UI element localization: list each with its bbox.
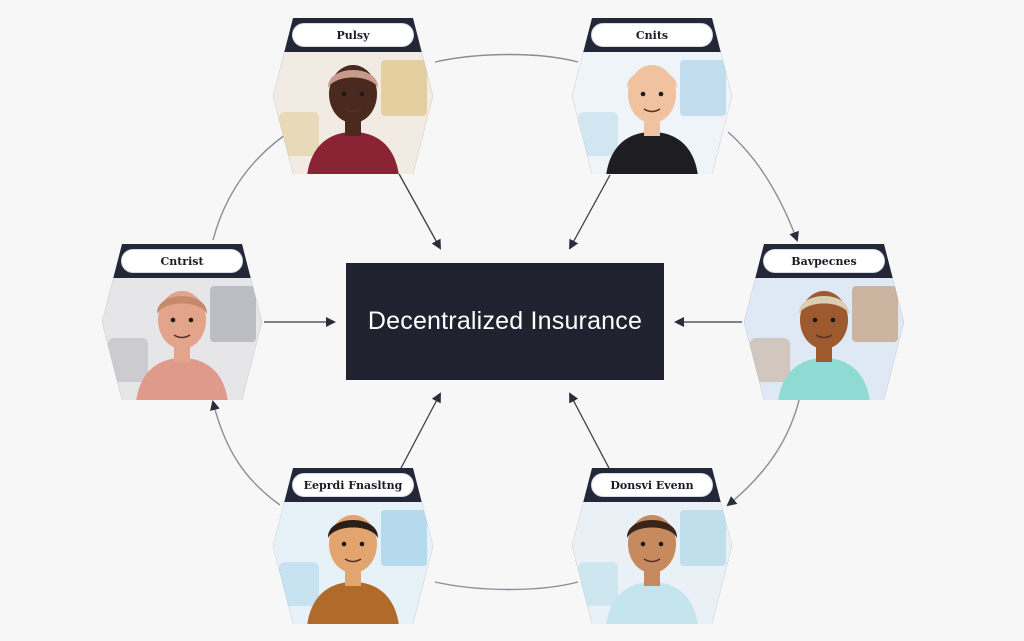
scene-chair	[750, 338, 790, 382]
avatar-scene	[744, 278, 904, 400]
scene-screen	[680, 60, 726, 116]
avatar-frame	[572, 468, 732, 624]
node-mid-right[interactable]: Bavpecnes	[742, 242, 906, 402]
node-label: Pulsy	[293, 24, 413, 46]
scene-screen	[381, 60, 427, 116]
avatar-shirt	[606, 582, 698, 624]
avatar-face	[329, 65, 377, 123]
scene-chair	[578, 112, 618, 156]
avatar-eye-left	[812, 317, 818, 323]
avatar-eye-left	[640, 91, 646, 97]
avatar-eye-right	[359, 541, 365, 547]
node-top-right[interactable]: Cnits	[570, 16, 734, 176]
scene-screen	[852, 286, 898, 342]
avatar-frame	[273, 18, 433, 174]
avatar-mouth	[173, 334, 191, 339]
avatar-mouth	[643, 558, 661, 563]
avatar-face	[158, 291, 206, 349]
avatar-hair	[798, 296, 850, 314]
node-mid-left[interactable]: Cntrist	[100, 242, 264, 402]
avatar-mouth	[643, 108, 661, 113]
avatar-face	[628, 65, 676, 123]
avatar-shirt	[778, 358, 870, 400]
avatar-scene	[572, 52, 732, 174]
avatar-eye-right	[658, 91, 664, 97]
node-label: Cntrist	[122, 250, 242, 272]
center-label: Decentralized Insurance	[367, 307, 643, 335]
scene-screen	[680, 510, 726, 566]
node-label: Eeprdi Fnasltng	[293, 474, 413, 496]
arrow-bot-left-to-center	[399, 392, 441, 471]
arrow-top-right-to-center	[569, 174, 611, 250]
node-label: Cnits	[592, 24, 712, 46]
avatar-hair	[327, 520, 379, 538]
avatar-scene	[273, 502, 433, 624]
arrow-top-left-to-center	[397, 171, 441, 250]
avatar-scene	[273, 52, 433, 174]
node-label: Donsvi Evenn	[592, 474, 712, 496]
avatar-hair	[327, 70, 379, 88]
avatar-eye-left	[341, 541, 347, 547]
avatar-hair	[626, 70, 678, 88]
ring-arc-top-right	[727, 131, 799, 242]
scene-chair	[578, 562, 618, 606]
avatar-eye-left	[640, 541, 646, 547]
avatar-eye-right	[658, 541, 664, 547]
scene-chair	[108, 338, 148, 382]
avatar-eye-right	[188, 317, 194, 323]
avatar-shirt	[606, 132, 698, 174]
ring-arc-top	[434, 53, 579, 63]
avatar-shirt	[307, 132, 399, 174]
avatar-scene	[572, 502, 732, 624]
scene-chair	[279, 112, 319, 156]
avatar-frame	[744, 244, 904, 400]
node-bottom-left[interactable]: Eeprdi Fnasltng	[271, 466, 435, 626]
avatar-eye-left	[170, 317, 176, 323]
scene-chair	[279, 562, 319, 606]
avatar-mouth	[815, 334, 833, 339]
avatar-scene	[102, 278, 262, 400]
avatar-face	[329, 515, 377, 573]
avatar-shirt	[307, 582, 399, 624]
avatar-shirt	[136, 358, 228, 400]
avatar-mouth	[344, 108, 362, 113]
avatar-frame	[273, 468, 433, 624]
avatar-frame	[572, 18, 732, 174]
center-box: Decentralized Insurance	[346, 263, 664, 380]
avatar-face	[628, 515, 676, 573]
avatar-eye-left	[341, 91, 347, 97]
avatar-eye-right	[830, 317, 836, 323]
node-label: Bavpecnes	[764, 250, 884, 272]
avatar-frame	[102, 244, 262, 400]
node-bottom-right[interactable]: Donsvi Evenn	[570, 466, 734, 626]
avatar-eye-right	[359, 91, 365, 97]
ring-arc-top-left	[212, 134, 286, 241]
avatar-mouth	[344, 558, 362, 563]
ring-arc-bottom	[434, 581, 579, 591]
scene-screen	[381, 510, 427, 566]
ring-arc-bottom-right	[726, 395, 801, 507]
node-top-left[interactable]: Pulsy	[271, 16, 435, 176]
ring-arc-bottom-left	[210, 400, 281, 506]
avatar-face	[800, 291, 848, 349]
arrow-bot-right-to-center	[569, 392, 611, 471]
avatar-hair	[156, 296, 208, 314]
avatar-hair	[626, 520, 678, 538]
scene-screen	[210, 286, 256, 342]
